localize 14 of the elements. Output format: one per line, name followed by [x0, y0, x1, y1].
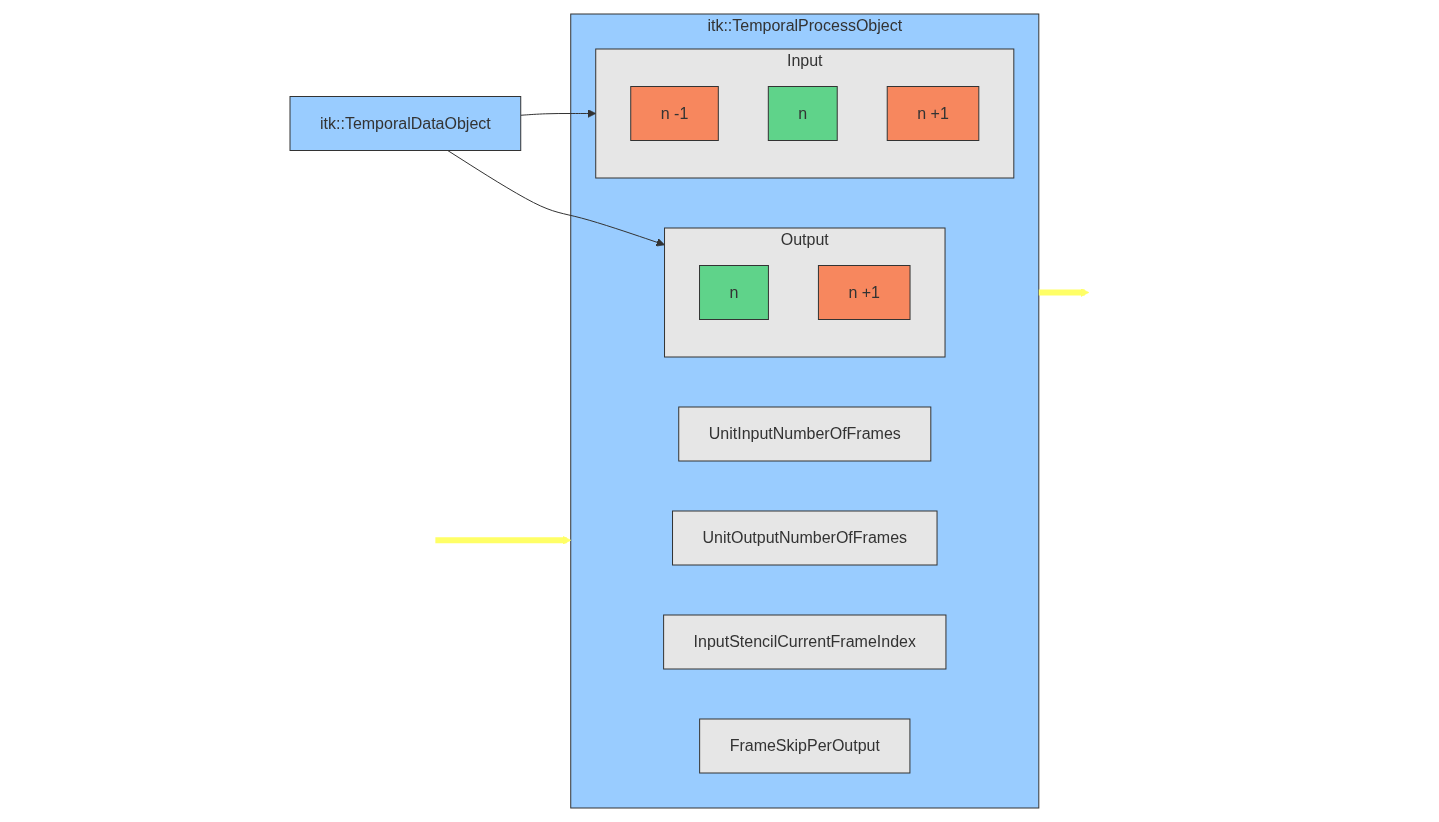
arrow	[447, 150, 665, 247]
node-box: n	[699, 265, 769, 320]
arrow	[1038, 288, 1090, 297]
node-box: UnitInputNumberOfFrames	[678, 406, 932, 462]
node-box: n -1	[630, 86, 719, 141]
node-box: n +1	[886, 86, 980, 141]
node-box: itk::TemporalDataObject	[289, 96, 522, 151]
node-box: UnitOutputNumberOfFrames	[672, 510, 938, 566]
arrow	[435, 535, 572, 545]
node-box: n +1	[818, 265, 911, 320]
node-box: n	[767, 86, 838, 141]
arrow	[520, 109, 597, 118]
node-box: FrameSkipPerOutput	[699, 718, 911, 774]
node-box: InputStencilCurrentFrameIndex	[663, 614, 947, 670]
